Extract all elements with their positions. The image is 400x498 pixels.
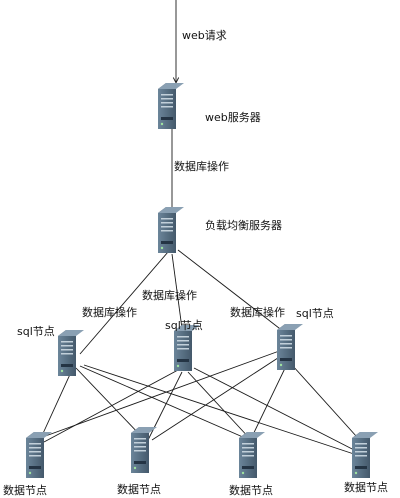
sql-node-left-server-icon (58, 330, 84, 376)
data-node-2-server-icon (131, 427, 157, 473)
data-node-4-server-icon (352, 432, 378, 478)
sql-node-left-label: sql节点 (17, 325, 55, 338)
data-node-4-label: 数据节点 (344, 480, 388, 494)
data-node-3-server-icon (239, 432, 265, 478)
sql-to-data-links (39, 349, 367, 457)
sql-node-right-label: sql节点 (296, 307, 334, 320)
data-node-2-label: 数据节点 (117, 482, 161, 496)
load-balancer-label: 负载均衡服务器 (205, 218, 282, 232)
web-server-icon (158, 83, 184, 129)
data-node-1-label: 数据节点 (3, 483, 47, 497)
sql-node-center-label: sql节点 (165, 319, 203, 332)
data-node-3-label: 数据节点 (229, 483, 273, 497)
db-operation-label-right: 数据库操作 (230, 305, 285, 319)
web-server-label: web服务器 (205, 111, 261, 124)
load-balancer-server-icon (158, 207, 184, 253)
loadbalancer-links (79, 249, 289, 355)
db-operation-label-top: 数据库操作 (174, 159, 229, 173)
db-operation-label-center: 数据库操作 (142, 288, 197, 302)
data-node-1-server-icon (26, 432, 52, 478)
db-operation-label-left: 数据库操作 (82, 305, 137, 319)
web-request-label: web请求 (182, 29, 227, 42)
sql-node-right-server-icon (277, 324, 303, 370)
